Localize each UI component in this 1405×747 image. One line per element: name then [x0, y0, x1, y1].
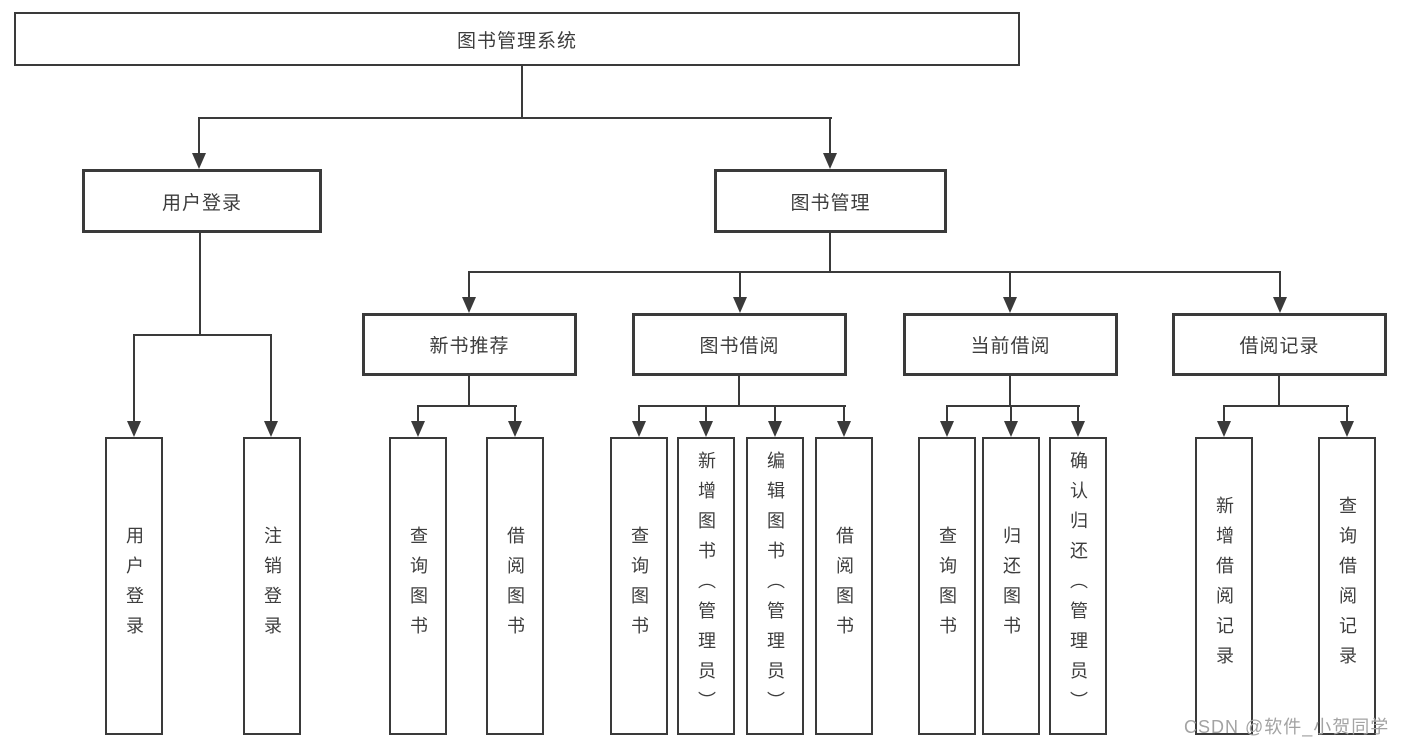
connector-line [468, 271, 1281, 273]
arrow-down-icon [127, 421, 141, 437]
node-borrowing-records: 借阅记录 [1172, 313, 1387, 376]
connector-line [1346, 405, 1348, 422]
connector-line [1010, 405, 1012, 422]
connector-line [468, 271, 470, 298]
connector-line [946, 405, 948, 422]
leaf-current-confirm-return-admin: 确认归还（管理员） [1049, 437, 1107, 735]
node-user-login: 用户登录 [82, 169, 322, 233]
arrow-down-icon [192, 153, 206, 169]
connector-line [1278, 376, 1280, 407]
connector-line [514, 405, 516, 422]
arrow-down-icon [1273, 297, 1287, 313]
connector-line [521, 66, 523, 118]
connector-line [638, 405, 640, 422]
arrow-down-icon [1217, 421, 1231, 437]
connector-line [270, 334, 272, 422]
connector-line [843, 405, 845, 422]
leaf-records-add-borrow-record: 新增借阅记录 [1195, 437, 1253, 735]
node-new-book-recommendation: 新书推荐 [362, 313, 577, 376]
leaf-newbooks-query-books: 查询图书 [389, 437, 447, 735]
arrow-down-icon [1003, 297, 1017, 313]
connector-line [705, 405, 707, 422]
connector-line [1077, 405, 1079, 422]
arrow-down-icon [940, 421, 954, 437]
arrow-down-icon [264, 421, 278, 437]
leaf-borrowing-add-books-admin: 新增图书（管理员） [677, 437, 735, 735]
connector-line [1223, 405, 1349, 407]
arrow-down-icon [632, 421, 646, 437]
arrow-down-icon [1071, 421, 1085, 437]
connector-line [946, 405, 1080, 407]
connector-line [198, 117, 832, 119]
connector-line [1279, 271, 1281, 298]
connector-line [1009, 271, 1011, 298]
node-library-management-system: 图书管理系统 [14, 12, 1020, 66]
node-book-borrowing: 图书借阅 [632, 313, 847, 376]
connector-line [1009, 376, 1011, 407]
connector-line [417, 405, 517, 407]
connector-line [829, 117, 831, 155]
arrow-down-icon [823, 153, 837, 169]
leaf-current-return-books: 归还图书 [982, 437, 1040, 735]
node-book-management: 图书管理 [714, 169, 947, 233]
connector-line [638, 405, 846, 407]
leaf-logout-login: 注销登录 [243, 437, 301, 735]
connector-line [133, 334, 272, 336]
connector-line [417, 405, 419, 422]
connector-line [739, 271, 741, 298]
connector-line [829, 233, 831, 273]
arrow-down-icon [733, 297, 747, 313]
node-current-borrowing: 当前借阅 [903, 313, 1118, 376]
leaf-borrowing-edit-books-admin: 编辑图书（管理员） [746, 437, 804, 735]
leaf-newbooks-borrow-books: 借阅图书 [486, 437, 544, 735]
connector-line [468, 376, 470, 407]
connector-line [198, 117, 200, 155]
leaf-borrowing-query-books: 查询图书 [610, 437, 668, 735]
leaf-user-login: 用户登录 [105, 437, 163, 735]
arrow-down-icon [411, 421, 425, 437]
csdn-watermark: CSDN @软件_小贺同学 [1184, 717, 1390, 737]
connector-line [199, 233, 201, 335]
arrow-down-icon [1004, 421, 1018, 437]
connector-line [1223, 405, 1225, 422]
arrow-down-icon [462, 297, 476, 313]
leaf-current-query-books: 查询图书 [918, 437, 976, 735]
leaf-borrowing-borrow-books: 借阅图书 [815, 437, 873, 735]
connector-line [738, 376, 740, 407]
arrow-down-icon [699, 421, 713, 437]
connector-line [774, 405, 776, 422]
arrow-down-icon [768, 421, 782, 437]
arrow-down-icon [837, 421, 851, 437]
leaf-records-query-borrow-record: 查询借阅记录 [1318, 437, 1376, 735]
arrow-down-icon [1340, 421, 1354, 437]
connector-line [133, 334, 135, 422]
arrow-down-icon [508, 421, 522, 437]
